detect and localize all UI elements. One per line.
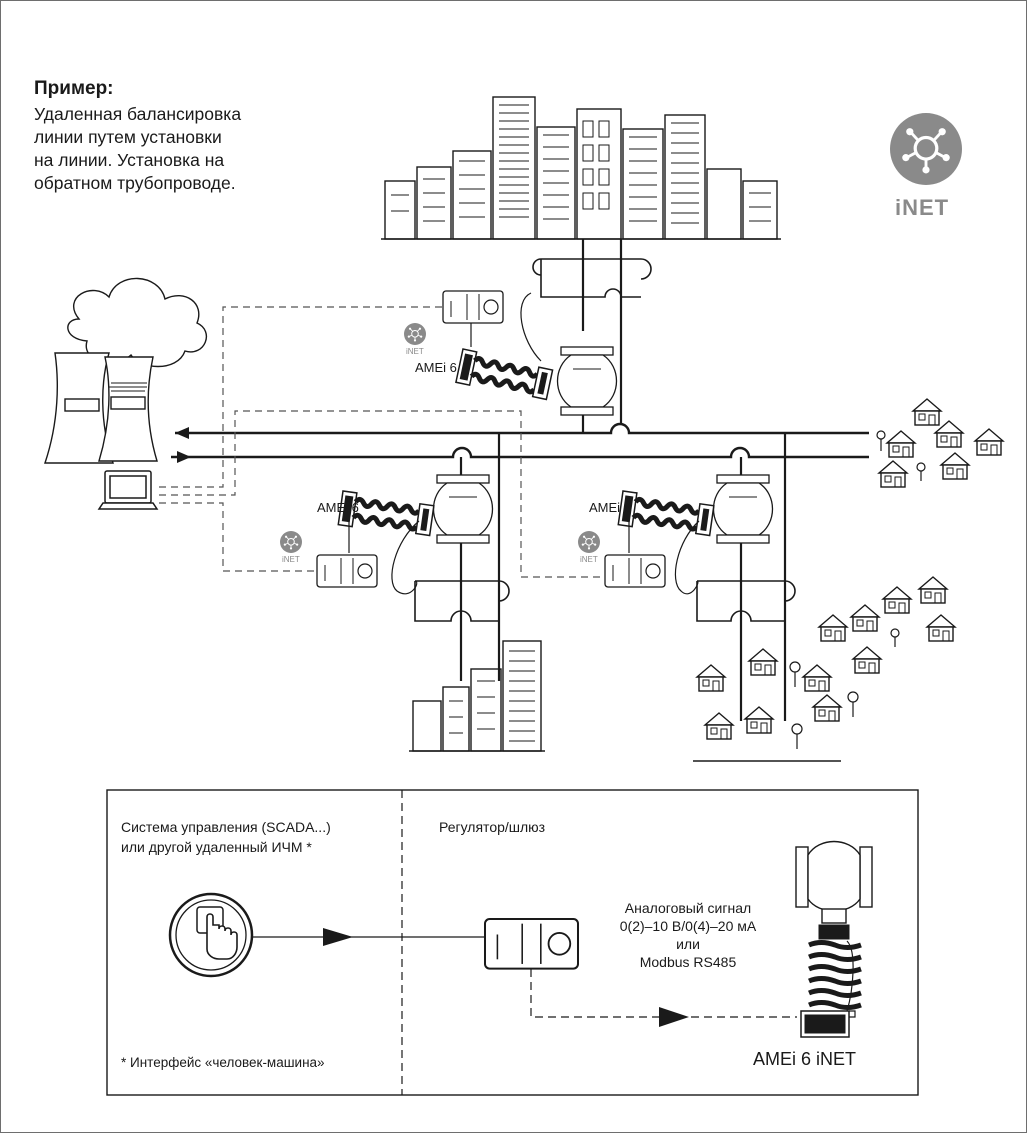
controller-top — [442, 290, 504, 324]
actuator-right-label: AMEi 6 — [589, 500, 631, 515]
valve-left — [432, 474, 494, 544]
inet-logo-text: iNET — [895, 195, 950, 220]
pipe-loops — [414, 258, 796, 622]
valve-top — [556, 346, 618, 416]
city-bottom — [409, 640, 545, 752]
controller-left — [316, 554, 378, 588]
actuator-left-label: AMEi 6 — [317, 500, 359, 515]
arrow-return — [175, 427, 189, 439]
main-pipes — [171, 422, 869, 459]
city-windows — [391, 104, 771, 224]
valve-right — [712, 474, 774, 544]
hmi-signal-arrow — [323, 928, 353, 946]
example-line-1: Удаленная балансировка — [34, 104, 242, 124]
inet-badge-left-label: iNET — [282, 555, 300, 564]
power-plant — [44, 277, 208, 464]
hmi-footnote: * Интерфейс «человек-машина» — [121, 1055, 325, 1070]
inet-badge-right-label: iNET — [580, 555, 598, 564]
product-valve-actuator — [795, 840, 873, 1038]
controller-right — [604, 554, 666, 588]
gateway-arrow — [659, 1007, 689, 1027]
product-name-label: AMEi 6 iNET — [753, 1049, 857, 1069]
hmi-touch-icon — [168, 892, 254, 978]
signal-label-4: Modbus RS485 — [639, 954, 737, 970]
inet-badge-top — [404, 323, 426, 345]
laptop-icon — [97, 470, 159, 510]
example-title: Пример: — [34, 78, 114, 99]
gateway-controller-icon — [483, 917, 580, 970]
signal-label-2: 0(2)–10 В/0(4)–20 мА — [619, 918, 757, 934]
inet-badge-right — [578, 531, 600, 553]
actuator-top-label: AMEi 6 — [415, 360, 457, 375]
gateway-dashed-line — [530, 969, 797, 1018]
example-line-4: обратном трубопроводе. — [34, 173, 236, 193]
houses — [696, 398, 1004, 740]
example-line-2: линии путем установки — [34, 127, 222, 147]
actuator-top — [456, 349, 553, 401]
signal-cables — [159, 306, 605, 578]
inet-badge-left — [280, 531, 302, 553]
controller-gateway-label: Регулятор/шлюз — [439, 819, 546, 835]
control-system-label-1: Система управления (SCADA...) — [121, 819, 331, 835]
signal-label-1: Аналоговый сигнал — [624, 900, 752, 916]
trees — [789, 430, 926, 749]
arrow-supply — [177, 451, 191, 463]
signal-label-3: или — [676, 936, 700, 952]
inet-badge-top-label: iNET — [406, 347, 424, 356]
legend-box — [106, 789, 919, 1096]
inet-logo-icon — [890, 113, 962, 185]
control-system-label-2: или другой удаленный ИЧМ * — [121, 839, 312, 855]
actuator-right — [618, 491, 714, 537]
actuator-cables — [348, 292, 700, 595]
example-line-3: на линии. Установка на — [34, 150, 225, 170]
city-skyline — [381, 96, 781, 240]
